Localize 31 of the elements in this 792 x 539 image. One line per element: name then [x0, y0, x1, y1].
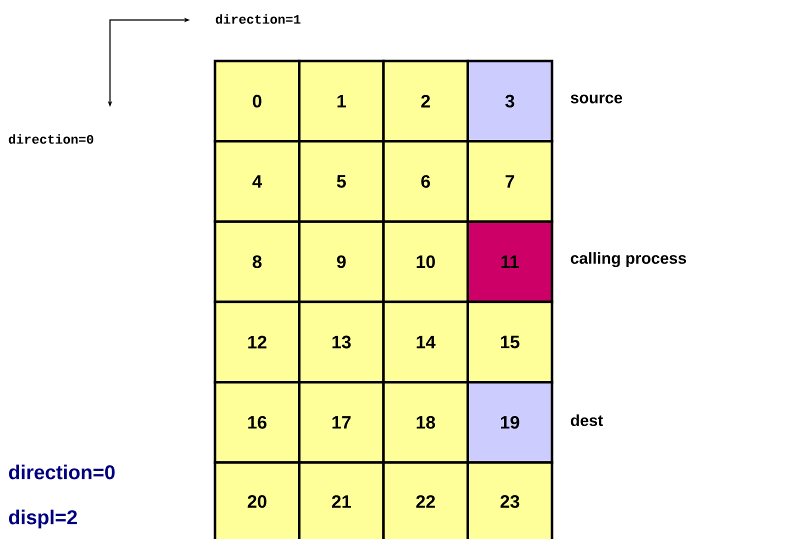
grid-cell: 5 [298, 140, 385, 223]
grid-cell: 16 [214, 380, 300, 464]
cell-caption: source [570, 94, 622, 104]
grid-cell: 4 [214, 140, 300, 223]
grid-cell: 8 [214, 220, 300, 304]
grid-cell: 22 [382, 461, 469, 539]
grid-cell: 11 [466, 220, 554, 304]
note-text: displ=2 [9, 510, 77, 528]
grid-cell: 18 [382, 380, 469, 464]
grid-cell: 15 [466, 300, 554, 384]
axis-label: direction=0 [8, 134, 94, 144]
grid-cell: 0 [214, 60, 300, 143]
grid-cell: 7 [466, 140, 554, 223]
grid-cell: 12 [214, 300, 300, 384]
grid-cell: 23 [466, 461, 554, 539]
grid-cell: 2 [382, 60, 469, 143]
grid-cell: 3 [466, 60, 554, 143]
grid-cell: 10 [382, 220, 469, 304]
grid-cell: 19 [466, 380, 554, 464]
axis-label: direction=1 [216, 14, 300, 24]
grid-cell: 1 [298, 60, 385, 143]
cell-caption: calling process [570, 252, 686, 268]
grid-cell: 6 [382, 140, 469, 223]
grid-cell: 13 [298, 300, 385, 384]
note-text: direction=0 [9, 464, 115, 480]
grid-cell: 14 [382, 300, 469, 384]
grid-cell: 9 [298, 220, 385, 304]
grid-cell: 17 [298, 380, 385, 464]
grid-cell: 20 [214, 461, 300, 539]
grid-cell: 21 [298, 461, 385, 539]
cell-caption: dest [570, 414, 603, 426]
